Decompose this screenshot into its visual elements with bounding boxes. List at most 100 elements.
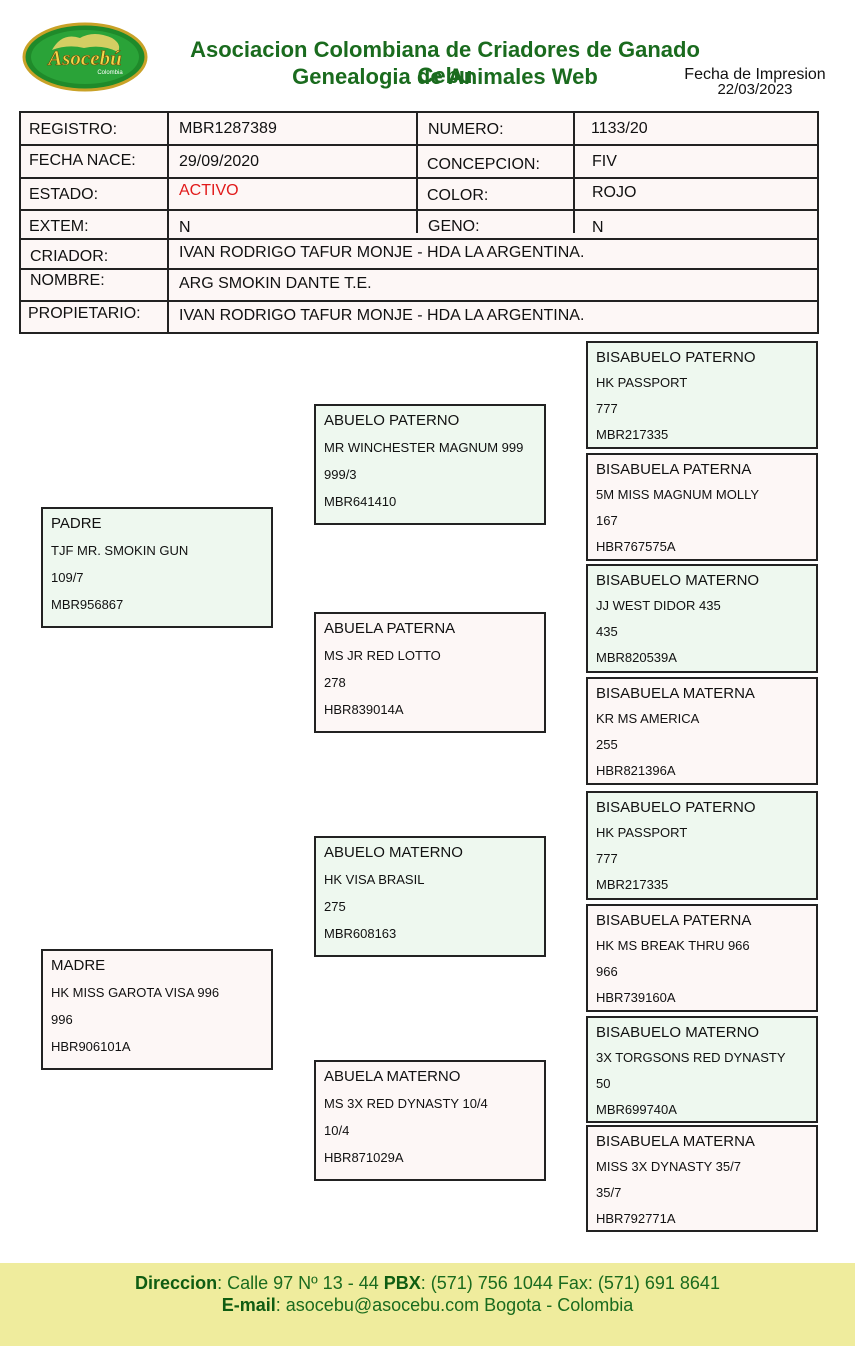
pbx-value: : (571) 756 1044 Fax: (571) 691 8641 [420,1273,720,1293]
bisabuelo-materno-box: BISABUELO MATERNO JJ WEST DIDOR 435 435 … [586,564,818,673]
abuelo-paterno-name: MR WINCHESTER MAGNUM 999 [324,440,524,455]
abuelo-paterno-box: ABUELO PATERNO MR WINCHESTER MAGNUM 999 … [314,404,546,525]
numero-label: NUMERO: [428,121,504,138]
bis5-registration: MBR217335 [596,877,669,892]
bisabuelo-paterno-box: BISABUELO PATERNO HK PASSPORT 777 MBR217… [586,791,818,900]
padre-number: 109/7 [51,570,84,585]
bis7-registration: MBR699740A [596,1102,677,1117]
madre-registration: HBR906101A [51,1039,131,1054]
bis4-registration: HBR821396A [596,763,676,778]
row-divider [21,209,817,211]
bis3-title: BISABUELO MATERNO [596,572,760,589]
bis4-name: KR MS AMERICA [596,711,700,726]
bis3-name: JJ WEST DIDOR 435 [596,598,721,613]
bisabuela-materna-box: BISABUELA MATERNA KR MS AMERICA 255 HBR8… [586,677,818,785]
animal-info-table: REGISTRO: MBR1287389 NUMERO: 1133/20 FEC… [19,111,819,334]
color-label: COLOR: [427,187,489,204]
bisabuelo-materno-box: BISABUELO MATERNO 3X TORGSONS RED DYNAST… [586,1016,818,1123]
abuela-materna-box: ABUELA MATERNO MS 3X RED DYNASTY 10/4 10… [314,1060,546,1181]
bis6-registration: HBR739160A [596,990,676,1005]
abuela-paterna-box: ABUELA PATERNA MS JR RED LOTTO 278 HBR83… [314,612,546,733]
concepcion-label: CONCEPCION: [427,156,540,173]
madre-box: MADRE HK MISS GAROTA VISA 996 996 HBR906… [41,949,273,1070]
registro-label: REGISTRO: [29,121,118,138]
abuelo-materno-registration: MBR608163 [324,926,397,941]
email-label: E-mail [221,1295,276,1315]
bis7-number: 50 [596,1076,611,1091]
asocebu-logo: Asocebú Colombia [22,22,148,92]
madre-title: MADRE [51,957,106,974]
abuelo-paterno-registration: MBR641410 [324,494,397,509]
bis5-title: BISABUELO PATERNO [596,799,756,816]
abuelo-paterno-title: ABUELO PATERNO [324,412,460,429]
row-divider [21,144,817,146]
madre-name: HK MISS GAROTA VISA 996 [51,985,220,1000]
bis1-title: BISABUELO PATERNO [596,349,756,366]
fecha-nace-value: 29/09/2020 [179,153,260,170]
abuela-paterna-registration: HBR839014A [324,702,404,717]
padre-title: PADRE [51,515,102,532]
bis6-name: HK MS BREAK THRU 966 [596,938,750,953]
abuela-paterna-title: ABUELA PATERNA [324,620,456,637]
email-line: E-mail: asocebu@asocebu.com Bogota - Col… [0,1295,855,1316]
print-date: 22/03/2023 [717,81,793,98]
geno-label: GENO: [428,218,480,235]
bis1-number: 777 [596,401,618,416]
abuelo-materno-number: 275 [324,899,346,914]
bisabuela-materna-box: BISABUELA MATERNA MISS 3X DYNASTY 35/7 3… [586,1125,818,1232]
estado-label: ESTADO: [29,186,99,203]
concepcion-value: FIV [592,153,617,170]
registro-value: MBR1287389 [179,120,277,137]
email-value: : asocebu@asocebu.com Bogota - Colombia [275,1295,634,1315]
propietario-label: PROPIETARIO: [28,305,141,322]
row-divider [21,177,817,179]
bis1-name: HK PASSPORT [596,375,688,390]
color-value: ROJO [592,184,637,201]
abuela-materna-registration: HBR871029A [324,1150,404,1165]
bis6-number: 966 [596,964,618,979]
row-divider [21,300,817,302]
contact-footer: Direccion: Calle 97 Nº 13 - 44 PBX: (571… [0,1263,855,1346]
bis5-number: 777 [596,851,618,866]
bis2-registration: HBR767575A [596,539,676,554]
bis8-registration: HBR792771A [596,1211,676,1226]
extem-label: EXTEM: [29,218,89,235]
col-divider [573,113,575,233]
numero-value: 1133/20 [591,120,648,137]
bis4-title: BISABUELA MATERNA [596,685,755,702]
col-divider [167,113,169,332]
abuelo-materno-name: HK VISA BRASIL [324,872,425,887]
direccion-label: Direccion [135,1273,218,1293]
abuelo-paterno-number: 999/3 [324,467,357,482]
direccion-value: : Calle 97 Nº 13 - 44 [217,1273,384,1293]
bisabuelo-paterno-box: BISABUELO PATERNO HK PASSPORT 777 MBR217… [586,341,818,449]
bis7-title: BISABUELO MATERNO [596,1024,760,1041]
propietario-value: IVAN RODRIGO TAFUR MONJE - HDA LA ARGENT… [179,307,585,324]
organization-title: Asociacion Colombiana de Criadores de Ga… [190,37,700,88]
pbx-label: PBX [383,1273,421,1293]
abuelo-materno-title: ABUELO MATERNO [324,844,463,861]
estado-value: ACTIVO [179,182,239,199]
bis8-name: MISS 3X DYNASTY 35/7 [596,1159,741,1174]
fecha-nace-label: FECHA NACE: [29,152,136,169]
bis8-number: 35/7 [596,1185,622,1200]
report-title: Genealogia de Animales Web [292,64,598,89]
madre-number: 996 [51,1012,73,1027]
abuela-materna-name: MS 3X RED DYNASTY 10/4 [324,1096,488,1111]
abuela-materna-number: 10/4 [324,1123,350,1138]
address-line: Direccion: Calle 97 Nº 13 - 44 PBX: (571… [0,1273,855,1294]
bis2-title: BISABUELA PATERNA [596,461,752,478]
bis2-name: 5M MISS MAGNUM MOLLY [596,487,760,502]
bis3-registration: MBR820539A [596,650,677,665]
abuela-paterna-name: MS JR RED LOTTO [324,648,441,663]
nombre-label: NOMBRE: [30,272,105,289]
criador-value: IVAN RODRIGO TAFUR MONJE - HDA LA ARGENT… [179,244,585,261]
abuela-paterna-number: 278 [324,675,346,690]
bis6-title: BISABUELA PATERNA [596,912,752,929]
padre-box: PADRE TJF MR. SMOKIN GUN 109/7 MBR956867 [41,507,273,628]
print-date-label: Fecha de Impresion [684,66,826,83]
bis2-number: 167 [596,513,618,528]
nombre-value: ARG SMOKIN DANTE T.E. [179,275,372,292]
padre-name: TJF MR. SMOKIN GUN [51,543,189,558]
bis7-name: 3X TORGSONS RED DYNASTY [596,1050,786,1065]
